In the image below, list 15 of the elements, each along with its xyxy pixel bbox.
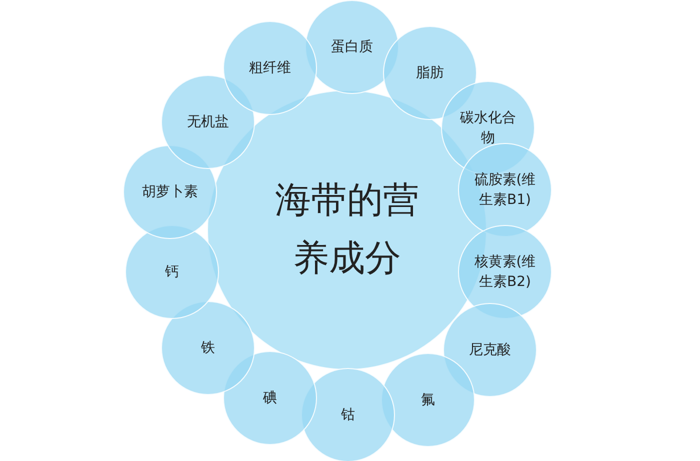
bubble-label: 胡萝卜素 [142, 182, 198, 202]
bubble-label: 核黄素(维生素B2) [473, 252, 537, 292]
bubble-label: 碳水化合物 [459, 108, 517, 148]
bubble-label: 碘 [263, 388, 277, 408]
bubble-label: 硫胺素(维生素B1) [473, 170, 537, 210]
bubble-label: 无机盐 [187, 112, 229, 132]
bubble-label: 粗纤维 [249, 58, 291, 78]
bubble-label: 钙 [165, 262, 179, 282]
bubble-label: 氟 [421, 390, 435, 410]
bubble-label: 脂肪 [416, 64, 444, 83]
bubble-label: 钴 [341, 406, 355, 425]
bubble-label: 蛋白质 [331, 38, 373, 57]
title-label: 海带的营养成分 [274, 179, 420, 281]
bubble-label: 尼克酸 [469, 340, 511, 360]
bubble-label: 铁 [201, 338, 215, 358]
